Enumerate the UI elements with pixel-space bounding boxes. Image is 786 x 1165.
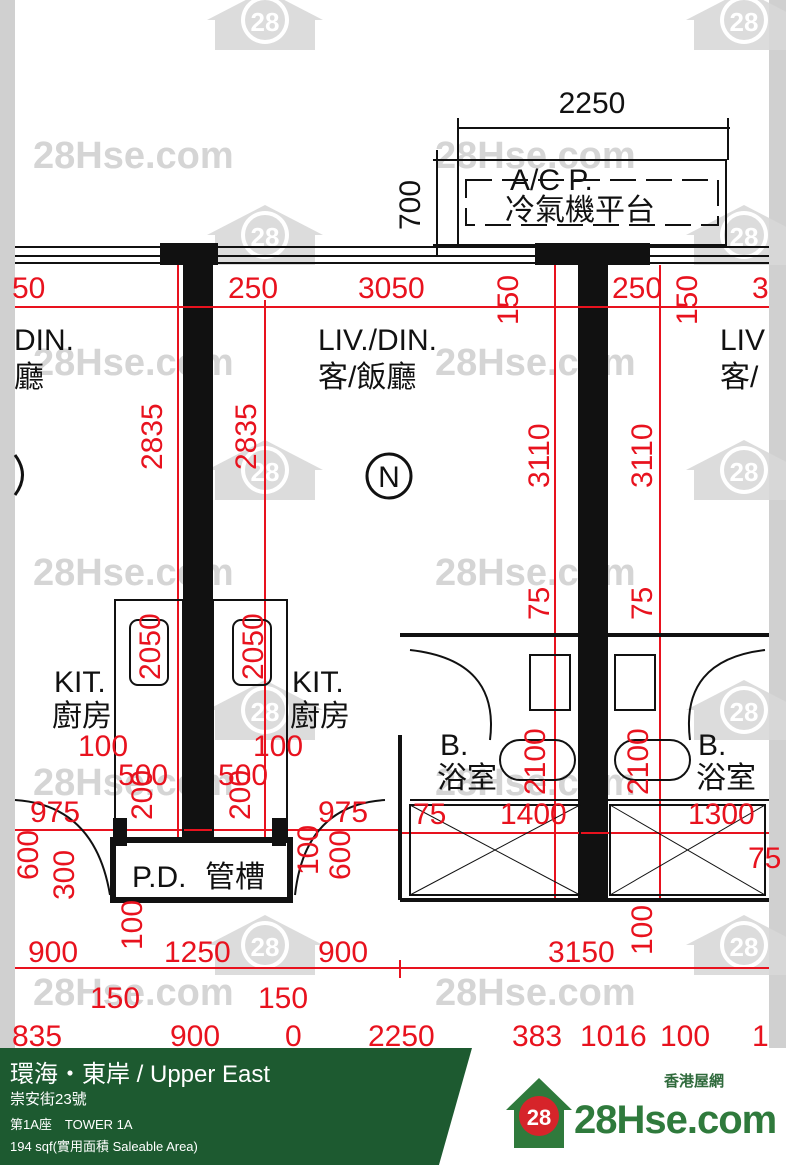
dimension-label: 900 bbox=[318, 936, 368, 969]
room-label-en: KIT. bbox=[292, 666, 344, 699]
room-label-cn: 廚房 bbox=[52, 700, 112, 733]
dimension-label: 1016 bbox=[580, 1020, 647, 1053]
dimension-label: 975 bbox=[30, 796, 80, 829]
dimension-label: 150 bbox=[90, 982, 140, 1015]
dimension-label: 2100 bbox=[622, 728, 655, 795]
dimension-label: 600 bbox=[12, 830, 45, 880]
dimension-label: 75 bbox=[626, 587, 659, 620]
north-arrow-icon bbox=[365, 452, 413, 500]
dimension-label: 150 bbox=[492, 275, 525, 325]
dimension-label: 600 bbox=[324, 830, 357, 880]
listing-footer: 環海・東岸 / Upper East 崇安街23號 第1A座 TOWER 1A … bbox=[0, 1048, 786, 1165]
ac-platform-label-cn: 冷氣機平台 bbox=[505, 194, 655, 227]
dimension-label: 250 bbox=[228, 272, 278, 305]
dimension-label: 500 bbox=[218, 759, 268, 792]
room-label-cn: 廚房 bbox=[290, 700, 350, 733]
dimension-label: 500 bbox=[118, 759, 168, 792]
partition-wall-left bbox=[183, 262, 213, 842]
pd-duct bbox=[110, 818, 293, 903]
dimension-label: 835 bbox=[12, 1020, 62, 1053]
dimension-label: 50 bbox=[12, 272, 45, 305]
brand-name: 28Hse.com bbox=[574, 1098, 777, 1142]
room-label-cn: 管槽 bbox=[205, 861, 265, 894]
north-arrow-icon bbox=[13, 454, 24, 496]
dimension-label: 2835 bbox=[230, 403, 263, 470]
room-label-en: LIV./DIN. bbox=[318, 324, 437, 357]
dimension-label: 3050 bbox=[358, 272, 425, 305]
dimension-label: 2250 bbox=[368, 1020, 435, 1053]
listing-info-panel: 環海・東岸 / Upper East 崇安街23號 第1A座 TOWER 1A … bbox=[0, 1048, 472, 1165]
dimension-label: 2050 bbox=[237, 613, 270, 680]
estate-title: 環海・東岸 / Upper East bbox=[10, 1061, 271, 1088]
room-label-cn: 浴室 bbox=[437, 762, 497, 795]
dimension-label: 200 bbox=[126, 770, 159, 820]
room-label-en: B. bbox=[698, 729, 726, 762]
watermark-text: 28Hse.com bbox=[435, 972, 636, 1014]
dimension-label: 150 bbox=[671, 275, 704, 325]
brand-house-logo-icon: 28 bbox=[506, 1078, 572, 1148]
dimension-label: 75 bbox=[748, 842, 781, 875]
dimension-label: 900 bbox=[28, 936, 78, 969]
watermark-text: 28Hse.com bbox=[33, 135, 234, 177]
door-swings bbox=[14, 799, 386, 896]
ac-depth-dimension: 700 bbox=[394, 180, 427, 230]
dimension-label: 2100 bbox=[519, 728, 552, 795]
dimension-label: 1 bbox=[752, 1020, 769, 1053]
dimension-label: 100 bbox=[253, 730, 303, 763]
dimension-label: 383 bbox=[512, 1020, 562, 1053]
dimension-label: 100 bbox=[660, 1020, 710, 1053]
dimension-label: 1300 bbox=[688, 798, 755, 831]
room-label-cn: 客/飯廳 bbox=[318, 361, 416, 394]
dimension-label: 100 bbox=[626, 905, 659, 955]
red-dimension-lines bbox=[15, 265, 769, 978]
saleable-area: 194 sqf(實用面積 Saleable Area) bbox=[10, 1139, 198, 1154]
estate-address: 崇安街23號 bbox=[10, 1091, 87, 1108]
dimension-label: 3150 bbox=[548, 936, 615, 969]
bathroom-walls bbox=[398, 633, 769, 902]
ac-platform-label: A/C P. bbox=[510, 164, 593, 197]
dimension-label: 1400 bbox=[500, 798, 567, 831]
dimension-label: 1250 bbox=[164, 936, 231, 969]
dimension-label: 200 bbox=[224, 770, 257, 820]
brand-name-cn: 香港屋網 bbox=[664, 1073, 725, 1090]
room-label-cn: 浴室 bbox=[696, 762, 756, 795]
dimension-label: 300 bbox=[48, 850, 81, 900]
exterior-wall bbox=[15, 243, 769, 265]
watermark-text: 28Hse.com bbox=[435, 135, 636, 177]
dimension-label: 0 bbox=[285, 1020, 302, 1053]
north-symbol: N bbox=[378, 461, 400, 494]
dimension-label: 2835 bbox=[136, 403, 169, 470]
dimension-label: 250 bbox=[612, 272, 662, 305]
dimension-label: 100 bbox=[116, 900, 149, 950]
room-label-cn: 客/ bbox=[720, 361, 759, 394]
dimension-label: 975 bbox=[318, 796, 368, 829]
room-label-cn: 廳 bbox=[14, 361, 44, 394]
ac-width-dimension: 2250 bbox=[559, 87, 626, 120]
dimension-label: 75 bbox=[523, 587, 556, 620]
svg-text:28: 28 bbox=[527, 1105, 551, 1130]
room-label-en: DIN. bbox=[14, 324, 74, 357]
ac-platform bbox=[433, 118, 730, 255]
dimension-label: 2050 bbox=[134, 613, 167, 680]
dimension-label: 75 bbox=[413, 798, 446, 831]
dimension-label: 3110 bbox=[626, 423, 659, 488]
room-label-en: LIV bbox=[720, 324, 765, 357]
dimension-label: 3110 bbox=[523, 423, 556, 488]
dimension-label: 3 bbox=[752, 272, 769, 305]
dimension-label: 150 bbox=[258, 982, 308, 1015]
room-label-en: KIT. bbox=[54, 666, 106, 699]
room-label-en: P.D. bbox=[132, 861, 186, 894]
watermark-text: 28Hse.com bbox=[33, 972, 234, 1014]
partition-wall-right bbox=[578, 262, 608, 902]
tower-label: 第1A座 TOWER 1A bbox=[10, 1117, 133, 1132]
dimension-label: 900 bbox=[170, 1020, 220, 1053]
room-label-en: B. bbox=[440, 729, 468, 762]
dimension-label: 100 bbox=[78, 730, 128, 763]
dimension-label: 100 bbox=[292, 825, 325, 875]
